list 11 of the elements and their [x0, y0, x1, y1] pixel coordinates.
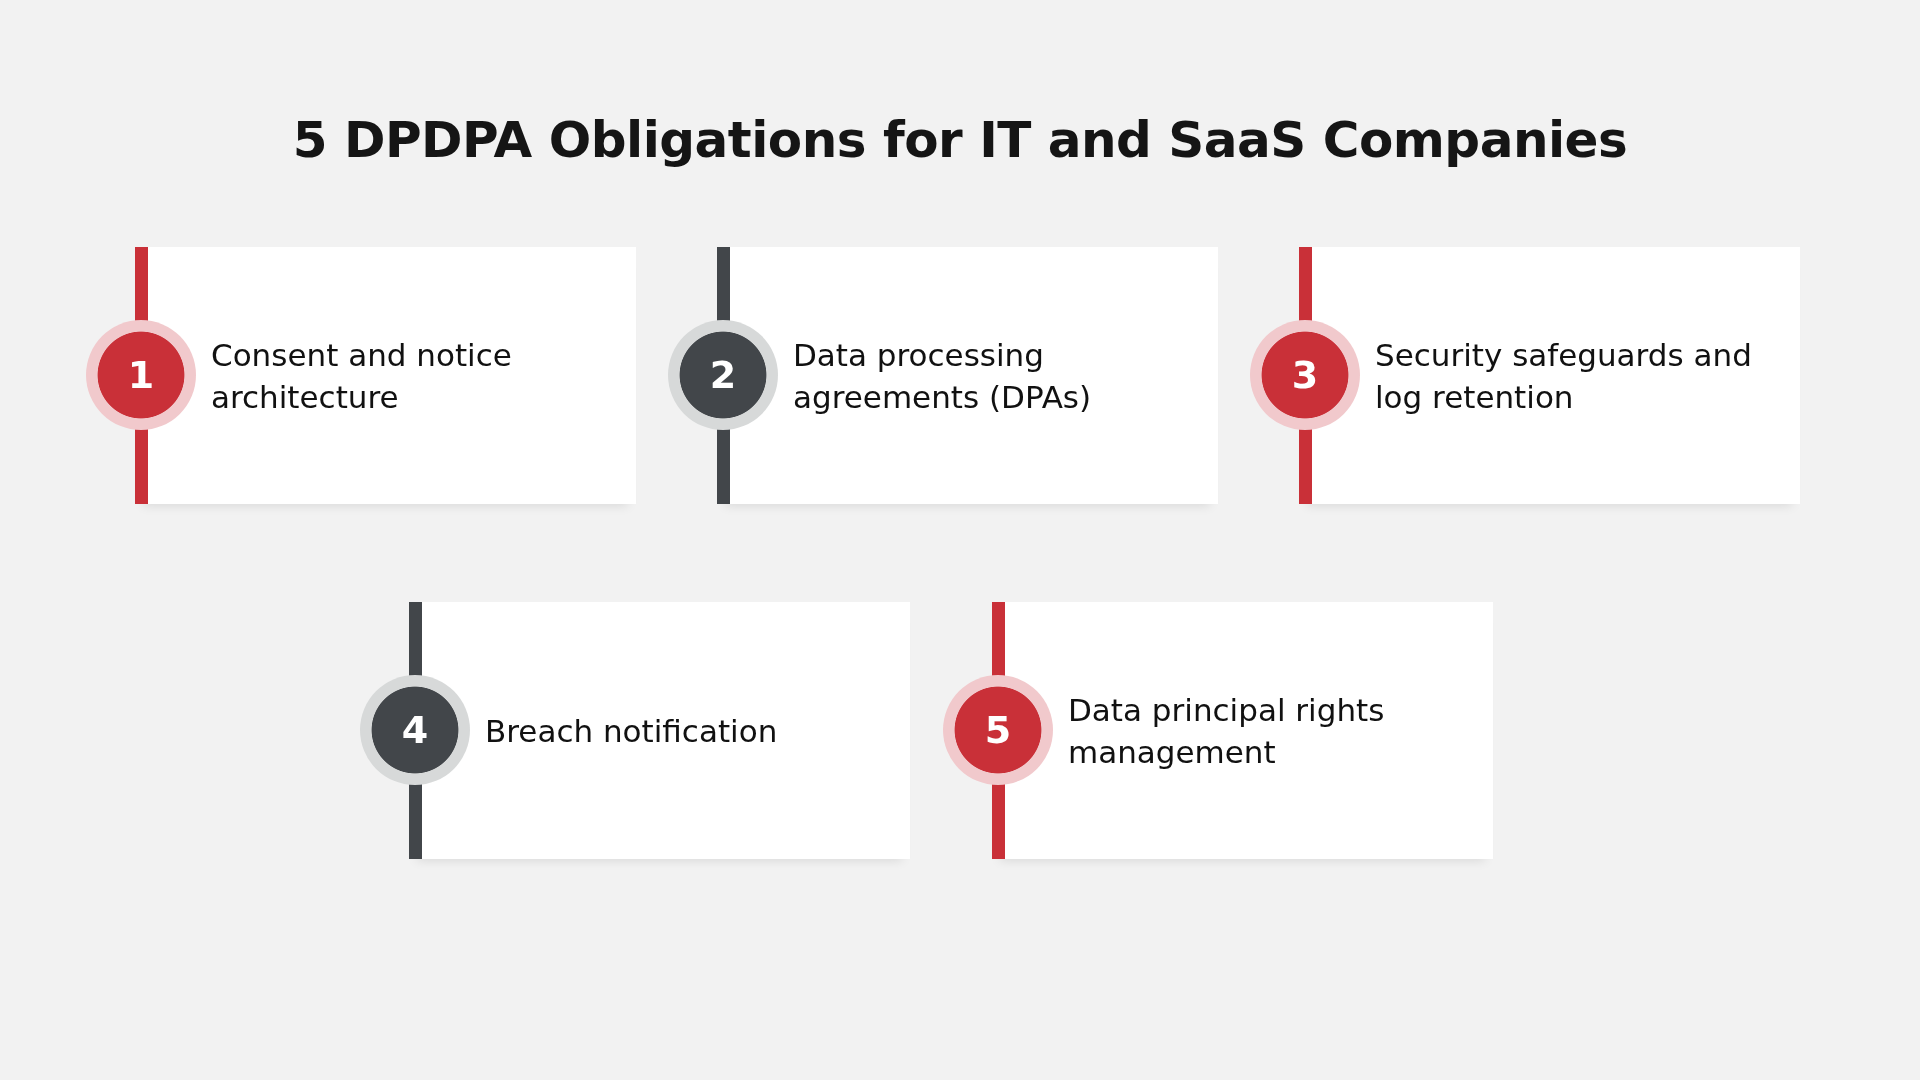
step-number-circle: 4: [360, 675, 470, 785]
title: 5 DPDPA Obligations for IT and SaaS Companies: [292, 111, 1628, 169]
obligation-text: Consent and notice architecture: [211, 335, 513, 417]
obligation-text: Data principal rights management: [1068, 690, 1386, 772]
obligation-text: Security safeguards and log retention: [1375, 335, 1753, 417]
step-number-circle: 5: [943, 675, 1053, 785]
obligation-text: Data processing agreements (DPAs): [793, 335, 1093, 417]
obligation-text: Breach notification: [485, 711, 778, 751]
step-number-circle: 3: [1250, 320, 1360, 430]
step-number-circle: 1: [86, 320, 196, 430]
step-number-circle: 2: [668, 320, 778, 430]
